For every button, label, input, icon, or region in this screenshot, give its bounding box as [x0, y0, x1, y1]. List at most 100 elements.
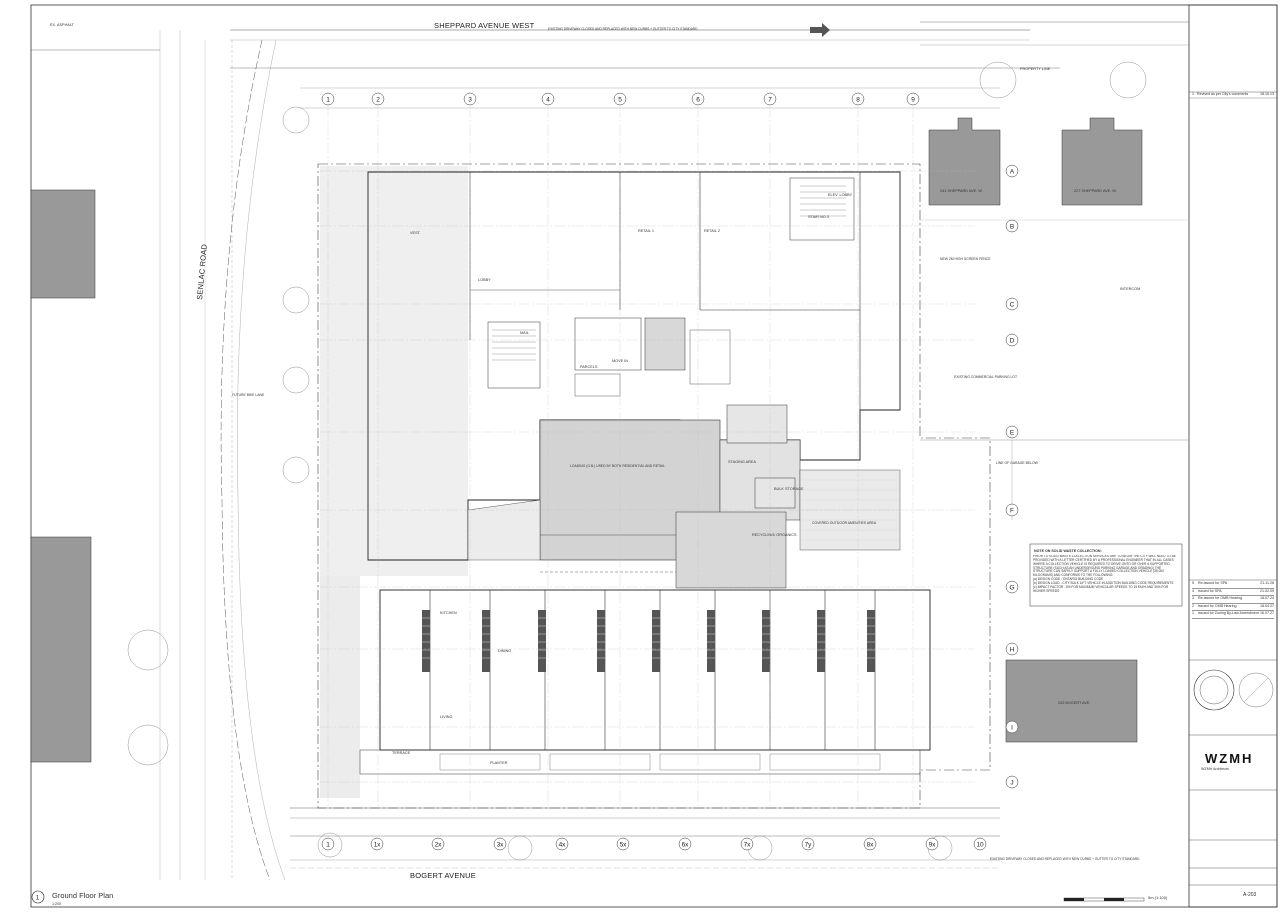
grid-row-label: C [1010, 301, 1015, 308]
revision-no: 5 [1192, 581, 1194, 585]
grid-row-label: J [1010, 779, 1013, 786]
grid-row-bubble [1005, 219, 1019, 233]
grid-column-top-bubble [906, 92, 920, 106]
grid-column-top-bubble [613, 92, 627, 106]
annotation: LINE OF GARAGE BELOW [996, 461, 1039, 465]
room-label: RETAIL 2 [704, 229, 720, 233]
grid-column-bottom-label: 5x [620, 841, 628, 848]
annotation: EX. ASPHALT [50, 23, 75, 27]
grid-column-bottom-label: 9x [929, 841, 937, 848]
room-label: STAGING AREA [728, 460, 756, 464]
stamp-icon [1238, 672, 1274, 708]
grid-column-bottom-bubble [863, 837, 877, 851]
architect-seal-icon [1193, 669, 1235, 711]
grid-column-bottom-bubble [678, 837, 692, 851]
revision-no: 1 [1192, 611, 1194, 615]
revision-date: 18.04.27 [1260, 603, 1274, 608]
revision-no: 4 [1192, 588, 1194, 593]
grid-row-bubble [1005, 775, 1019, 789]
grid-column-bottom-bubble [616, 837, 630, 851]
grid-column-bottom-label: 7x [744, 841, 752, 848]
grid-row-bubble [1005, 164, 1019, 178]
grid-row-label: G [1009, 584, 1014, 591]
room-label: DINING [498, 649, 511, 653]
room-label: LOADING (G.B.) USED BY BOTH RESIDENTIAL … [570, 464, 665, 468]
title-block: 1 Revised as per City's comments 18.10.1… [1191, 0, 1275, 912]
grid-column-top-label: 2 [376, 96, 380, 103]
grid-row-bubble [1005, 425, 1019, 439]
grid-column-bottom-label: 1x [374, 841, 382, 848]
grid-column-top-bubble [371, 92, 385, 106]
annotation: EXISTING DRIVEWAY CLOSED AND REPLACED WI… [990, 857, 1140, 861]
room-label: PARCELS [580, 365, 598, 369]
grid-column-top-bubble [763, 92, 777, 106]
drawing-number: 1 [36, 895, 40, 902]
annotation: NEW 2M HIGH SCREEN FENCE [940, 257, 991, 261]
grid-row-label: F [1010, 507, 1014, 514]
grid-column-bottom-bubble [925, 837, 939, 851]
street-north: SHEPPARD AVENUE WEST [434, 21, 535, 30]
annotation: FUTURE BIKE LANE [232, 393, 265, 397]
grid-column-top-label: 5 [618, 96, 622, 103]
grid-column-top-label: 8 [856, 96, 860, 103]
room-label: BULK STORAGE [774, 487, 804, 491]
revision-desc: Re-issued for OMB Hearing [1198, 596, 1243, 600]
room-label: MAIL [520, 331, 529, 335]
grid-row-bubble [1005, 503, 1019, 517]
room-label: MOVE IN [612, 359, 628, 363]
grid-column-bottom-bubble [973, 837, 987, 851]
grid-row-label: H [1010, 646, 1015, 653]
firm-name: WZMH Architects [1201, 767, 1229, 771]
waste-note-item: (c) IMPACT FACTOR - 5% FOR MAXIMUM VEHIC… [1033, 584, 1169, 593]
waste-note-item: (b) DESIGN LOAD - CITY BULK LIFT VEHICLE… [1033, 580, 1174, 585]
grid-row-bubble [1005, 720, 1019, 734]
revision-date: 16.07.27 [1260, 611, 1274, 615]
grid-row-label: A [1010, 168, 1015, 175]
street-south: BOGERT AVENUE [410, 871, 476, 880]
grid-column-top-label: 6 [696, 96, 700, 103]
drawing-sheet-number: A-203 [1243, 892, 1257, 898]
grid-row-bubble [1005, 580, 1019, 594]
room-label: COVERED OUTDOOR AMENITIES AREA [812, 521, 877, 525]
room-label: VEST. [410, 231, 421, 235]
revision-desc: Issued for OMB Hearing [1198, 603, 1237, 608]
scale-bar [1063, 897, 1145, 902]
room-label: KITCHEN [440, 611, 457, 615]
grid-column-bottom-bubble [740, 837, 754, 851]
grid-row-label: D [1010, 337, 1015, 344]
drawing-number-bubble [31, 890, 45, 904]
grid-column-bottom-label: 2x [435, 841, 443, 848]
grid-column-bottom-label: 7y [805, 841, 813, 848]
revision-date: 18.10.13 [1260, 92, 1274, 96]
street-west: SENLAC ROAD [195, 243, 209, 300]
waste-note-item: (a) DESIGN CODE - ONTARIO BUILDING CODE [1033, 577, 1104, 582]
grid-column-top-label: 1 [326, 96, 330, 103]
revision-desc: Issued for SPA [1198, 588, 1222, 593]
grid-column-bottom-label: 4x [559, 841, 567, 848]
drawing-scale: 1:200 [52, 902, 61, 906]
grid-row-label: I [1011, 724, 1013, 731]
waste-note-title: NOTE ON SOLID WASTE COLLECTION: [1034, 549, 1102, 553]
annotation: EXISTING DRIVEWAY CLOSED AND REPLACED WI… [548, 27, 698, 31]
room-label: PLANTER [490, 761, 508, 765]
grid-column-bottom-label: 3x [497, 841, 505, 848]
grid-column-bottom-bubble [321, 837, 335, 851]
grid-column-bottom-label: 1 [326, 841, 330, 848]
waste-note-box [1029, 543, 1183, 607]
room-label: STAIR NO.3 [808, 215, 829, 219]
annotation: PROPERTY LINE [1020, 67, 1051, 71]
grid-row-bubble [1005, 333, 1019, 347]
grid-column-bottom-label: 6x [682, 841, 690, 848]
room-label: RECYCLING/ ORGANICS [752, 533, 797, 537]
grid-column-top-bubble [691, 92, 705, 106]
grid-column-top-label: 7 [768, 96, 772, 103]
room-label: LOBBY [478, 278, 491, 282]
revision-date: 18.07.24 [1260, 596, 1274, 600]
revision-desc: Re-issued for SPA [1198, 581, 1228, 585]
grid-row-label: E [1010, 429, 1015, 436]
revision-date: 21.02.09 [1260, 588, 1274, 593]
